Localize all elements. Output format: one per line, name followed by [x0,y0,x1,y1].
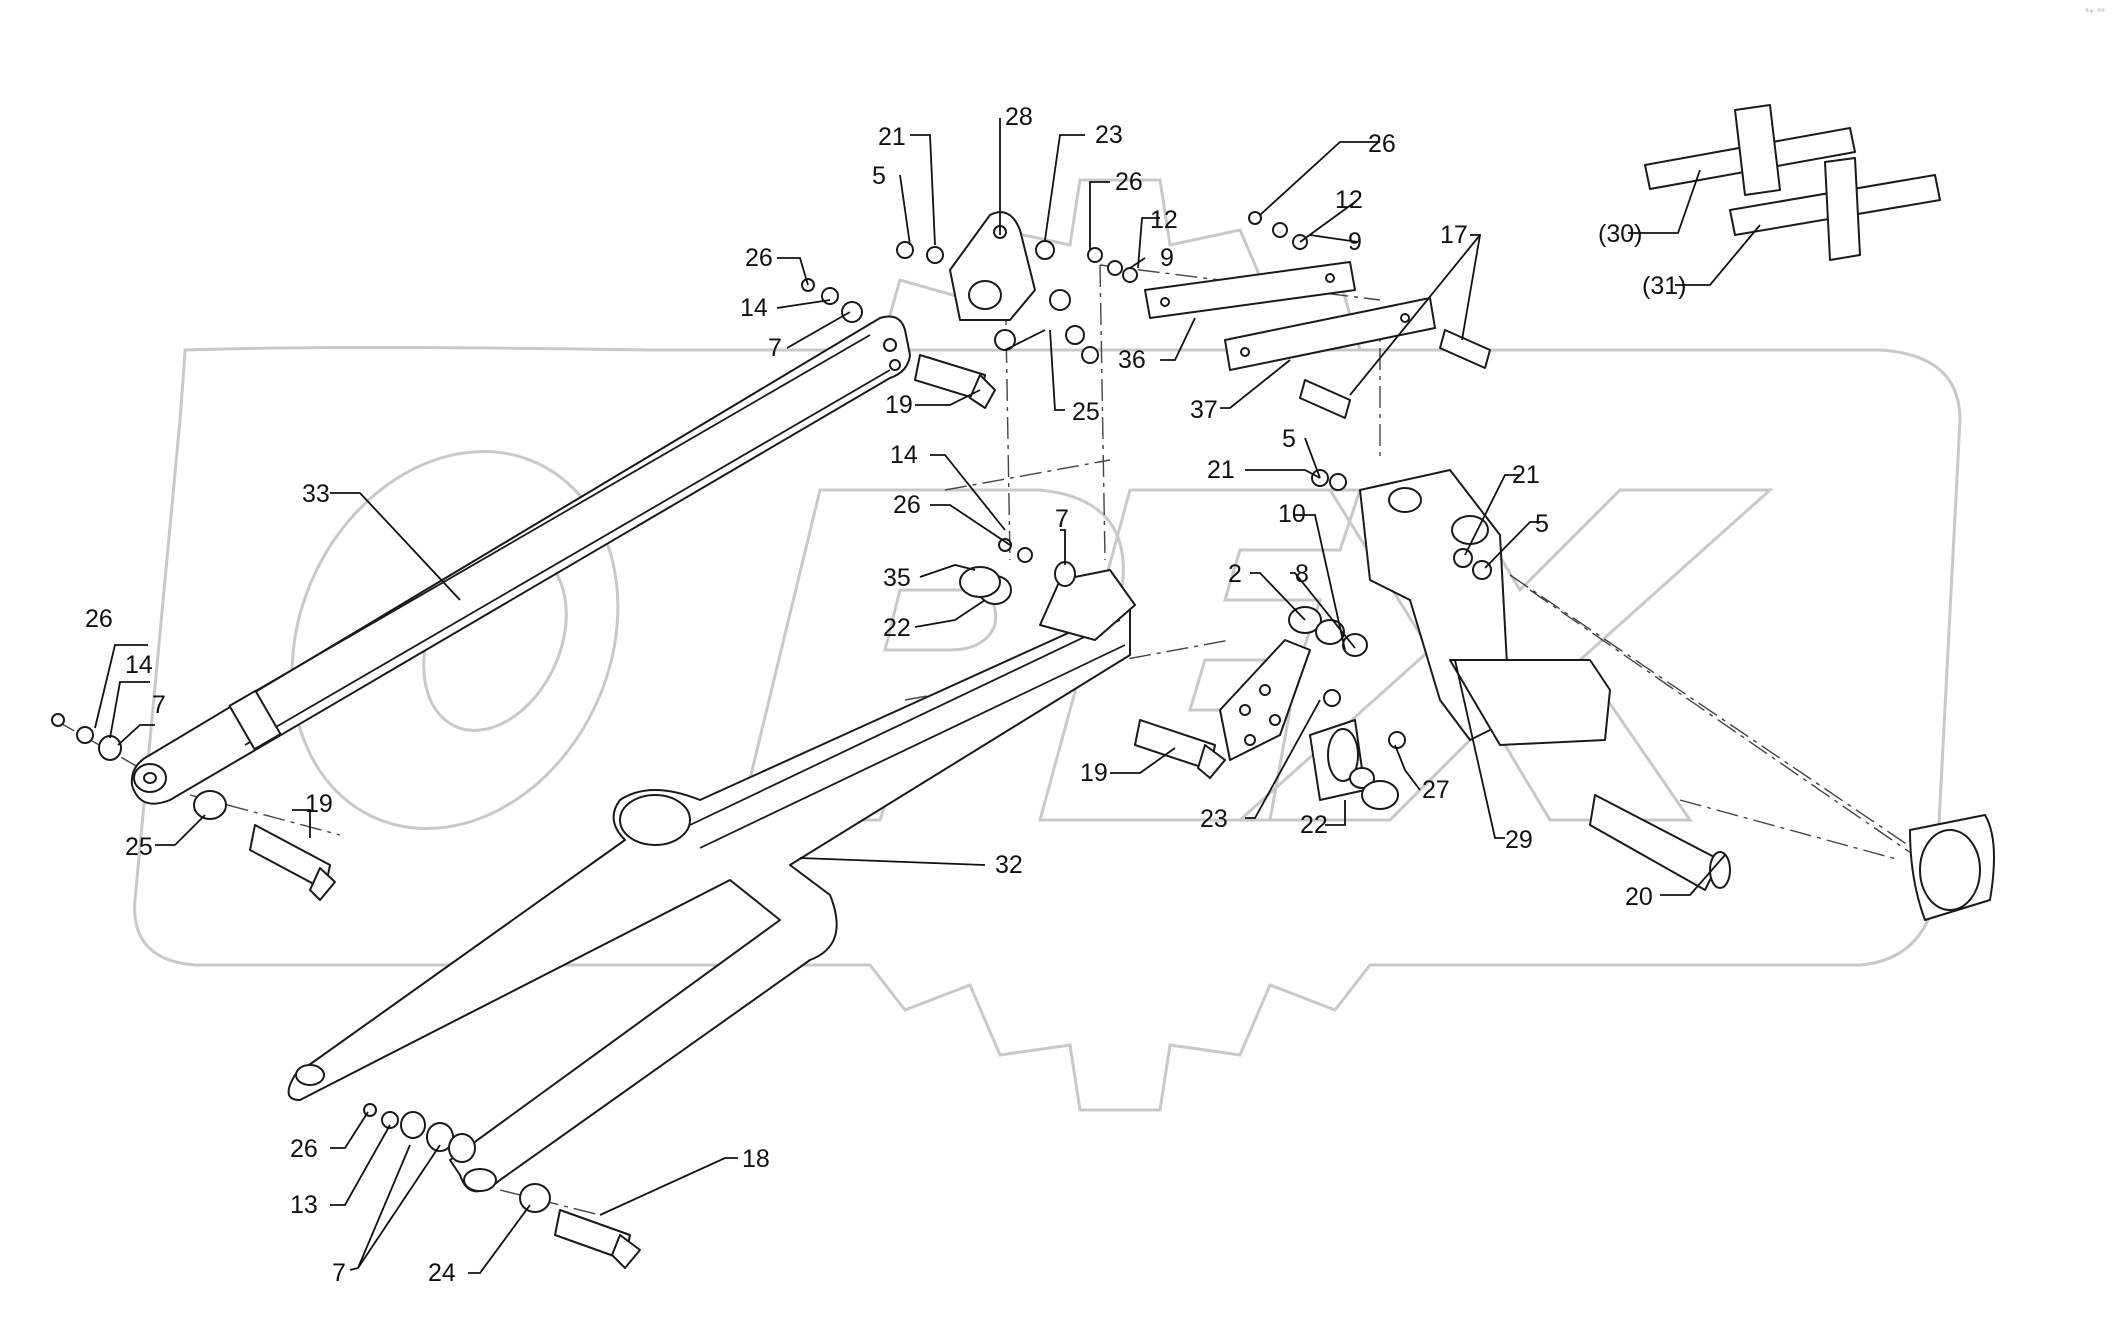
callout-35: 35 [883,564,911,592]
part-32-lower-frame [287,569,1136,1193]
callout-19: 19 [305,790,333,818]
pin-17 [1299,329,1491,419]
callout-8: 8 [1295,560,1309,588]
callout-7: 7 [768,334,782,362]
callout-7: 7 [152,691,166,719]
part-28-bracket [949,211,1036,321]
watermark-letter-x [1236,488,1774,822]
callout-12: 12 [1150,206,1178,234]
callout-5: 5 [1535,510,1549,538]
part-30-plate-set [1644,104,1856,196]
corner-mark: °⁺ °° [2085,8,2105,19]
callout-25: 25 [125,833,153,861]
callout-7: 7 [1055,505,1069,533]
callout-19: 19 [1080,759,1108,787]
watermark-gear-outline [133,346,1962,1112]
callout-28: 28 [1005,103,1033,131]
callout-14: 14 [740,294,768,322]
callout-20: 20 [1625,883,1653,911]
hardware-washers [51,211,1492,1213]
callout-26: 26 [290,1135,318,1163]
pin-19-mid [1134,719,1226,779]
callout-17: 17 [1440,221,1468,249]
part-31-plate-set [1729,157,1941,261]
callout-18: 18 [742,1145,770,1173]
callout-2: 2 [1228,560,1242,588]
callout-9: 9 [1348,228,1362,256]
callout-23: 23 [1095,121,1123,149]
callout-21: 21 [1207,456,1235,484]
callout-36: 36 [1118,346,1146,374]
callout-9: 9 [1160,244,1174,272]
leader-lines [94,118,1761,1274]
callout-5: 5 [1282,425,1296,453]
callout-26: 26 [1368,130,1396,158]
callout-29: 29 [1505,826,1533,854]
callout-26: 26 [1115,168,1143,196]
callout-5: 5 [872,162,886,190]
callout-14: 14 [890,441,918,469]
callout-31: (31) [1642,272,1686,300]
part-36-plate [1144,261,1356,319]
callout-labels: 21 28 23 5 26 12 9 26 14 7 26 12 9 17 (3… [85,103,1686,1287]
callout-26: 26 [85,605,113,633]
callout-25: 25 [1072,398,1100,426]
pin-19-lower [249,824,336,901]
pin-18 [554,1209,641,1269]
callout-26: 26 [745,244,773,272]
callout-32: 32 [995,851,1023,879]
pin-19-upper [914,354,996,409]
part-2-bracket-plate [1219,639,1311,761]
callout-22: 22 [883,614,911,642]
callout-37: 37 [1190,396,1218,424]
part-20-axle [1589,794,1995,921]
callout-21: 21 [878,123,906,151]
callout-27: 27 [1422,776,1450,804]
callout-13: 13 [290,1191,318,1219]
part-29-upright [1359,469,1611,746]
callout-14: 14 [125,651,153,679]
callout-7: 7 [332,1259,346,1287]
callout-23: 23 [1200,805,1228,833]
callout-26: 26 [893,491,921,519]
callout-12: 12 [1335,186,1363,214]
callout-22: 22 [1300,811,1328,839]
callout-19: 19 [885,391,913,419]
callout-24: 24 [428,1259,456,1287]
callout-33: 33 [302,480,330,508]
part-33-upper-link [130,315,911,805]
callout-21: 21 [1512,461,1540,489]
callout-10: 10 [1278,500,1306,528]
callout-30: (30) [1598,220,1642,248]
part-37-plate [1224,297,1436,371]
axis-lines [54,264,1951,1216]
